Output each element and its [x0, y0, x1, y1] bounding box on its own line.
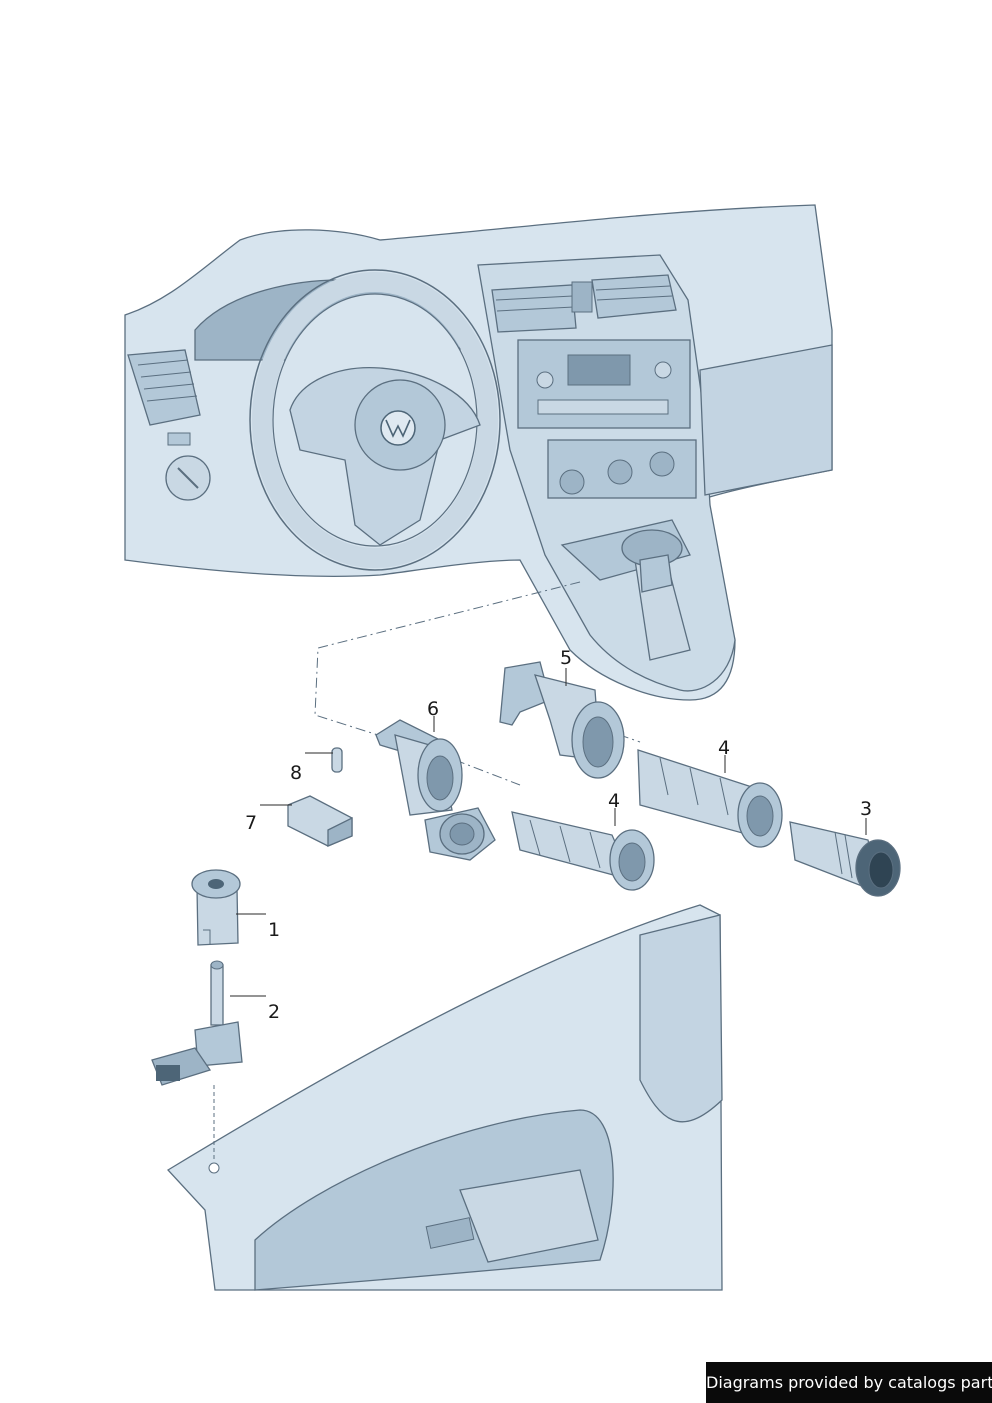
callout-7: 7 [245, 812, 257, 834]
callout-4-right: 4 [718, 737, 730, 759]
part-8-bulb [331, 747, 343, 773]
part-4-sleeve-right [637, 749, 783, 848]
callout-3: 3 [860, 798, 872, 820]
center-air-vents [491, 274, 677, 333]
climate-controls [547, 439, 697, 499]
part-6-socket-with-cap [375, 719, 496, 861]
callout-2: 2 [268, 1001, 280, 1023]
part-5-socket-housing [499, 661, 625, 779]
part-7-connector [287, 795, 353, 847]
callout-labels: 1 2 3 4 4 5 6 7 8 [245, 647, 872, 1023]
watermark-banner: Diagrams provided by catalogs parts [706, 1362, 992, 1403]
steering-wheel-rim [249, 269, 501, 571]
callout-leaders [230, 668, 867, 997]
part-2-holder [151, 960, 243, 1086]
dashboard-illustration [124, 204, 833, 701]
dashed-leader-line [314, 581, 781, 821]
watermark-text: Diagrams provided by catalogs parts [706, 1373, 992, 1392]
left-air-vent [127, 349, 201, 446]
callout-1: 1 [268, 919, 280, 941]
callout-6: 6 [427, 698, 439, 720]
callout-5: 5 [560, 647, 572, 669]
part-4-sleeve-middle [511, 811, 655, 891]
part-3-lighter-plug [789, 821, 901, 897]
right-dash-panel [699, 344, 833, 496]
callout-8: 8 [290, 762, 302, 784]
callout-4-middle: 4 [608, 790, 620, 812]
door-panel [166, 904, 723, 1291]
part-1-sleeve [191, 869, 241, 946]
vw-logo [380, 410, 416, 446]
gear-lever [560, 519, 691, 661]
radio-unit [517, 339, 691, 429]
